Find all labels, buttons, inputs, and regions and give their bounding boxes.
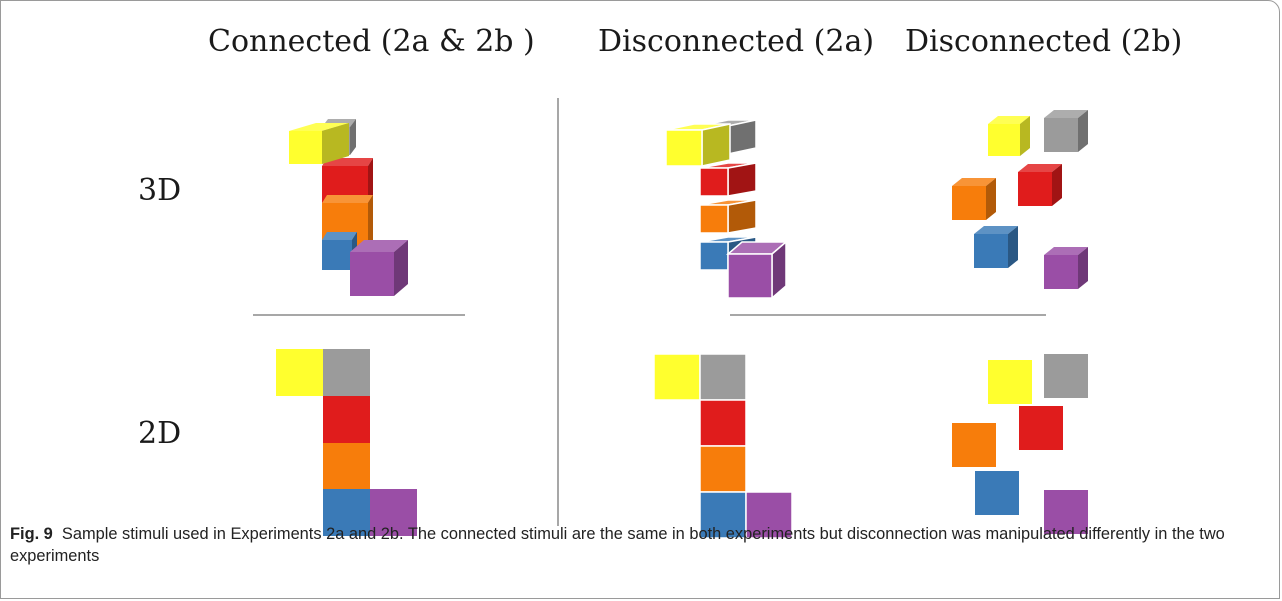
square-yellow (653, 353, 701, 401)
column-header-connected: Connected (2a & 2b ) (208, 24, 535, 59)
cube-orange (952, 178, 996, 220)
square-orange (699, 445, 747, 493)
cube-purple (350, 240, 408, 296)
vertical-divider (557, 98, 559, 526)
cube-orange (699, 199, 757, 234)
caption-label: Fig. 9 (10, 525, 53, 543)
square-red (1019, 406, 1063, 450)
stimulus-2d-connected (276, 349, 417, 536)
square-blue (323, 489, 370, 536)
cube-yellow (988, 116, 1030, 156)
square-orange (323, 443, 370, 489)
cube-yellow (665, 123, 731, 167)
horizontal-divider-right (730, 314, 1046, 316)
cube-yellow (289, 123, 349, 164)
cube-blue (974, 226, 1018, 268)
square-yellow (988, 360, 1032, 404)
square-yellow (276, 349, 323, 396)
cube-red (1018, 164, 1062, 206)
cube-red (699, 162, 757, 197)
square-orange (952, 423, 996, 467)
cube-gray (1044, 110, 1088, 152)
cube-purple (1044, 247, 1088, 289)
column-header-disconnected-2b: Disconnected (2b) (905, 24, 1183, 59)
square-gray (323, 349, 370, 396)
square-red (699, 399, 747, 447)
square-red (323, 396, 370, 443)
square-purple (1044, 490, 1088, 534)
stimulus-3d-connected (289, 119, 408, 296)
cube-purple (725, 240, 789, 300)
stimulus-3d-disconnected-2a (665, 119, 789, 300)
square-blue (699, 491, 747, 539)
stimulus-2d-disconnected-2b (952, 354, 1088, 534)
stimulus-3d-disconnected-2b (952, 110, 1088, 289)
column-header-disconnected-2a: Disconnected (2a) (598, 24, 875, 59)
square-gray (1044, 354, 1088, 398)
square-purple (745, 491, 793, 539)
square-purple (370, 489, 417, 536)
row-header-2d: 2D (138, 416, 182, 451)
square-blue (975, 471, 1019, 515)
horizontal-divider-left (253, 314, 465, 316)
row-header-3d: 3D (138, 173, 182, 208)
stimulus-2d-disconnected-2a (653, 353, 793, 539)
figure-caption: Fig. 9 Sample stimuli used in Experiment… (10, 523, 1272, 567)
square-gray (699, 353, 747, 401)
caption-text: Sample stimuli used in Experiments 2a an… (10, 525, 1225, 565)
